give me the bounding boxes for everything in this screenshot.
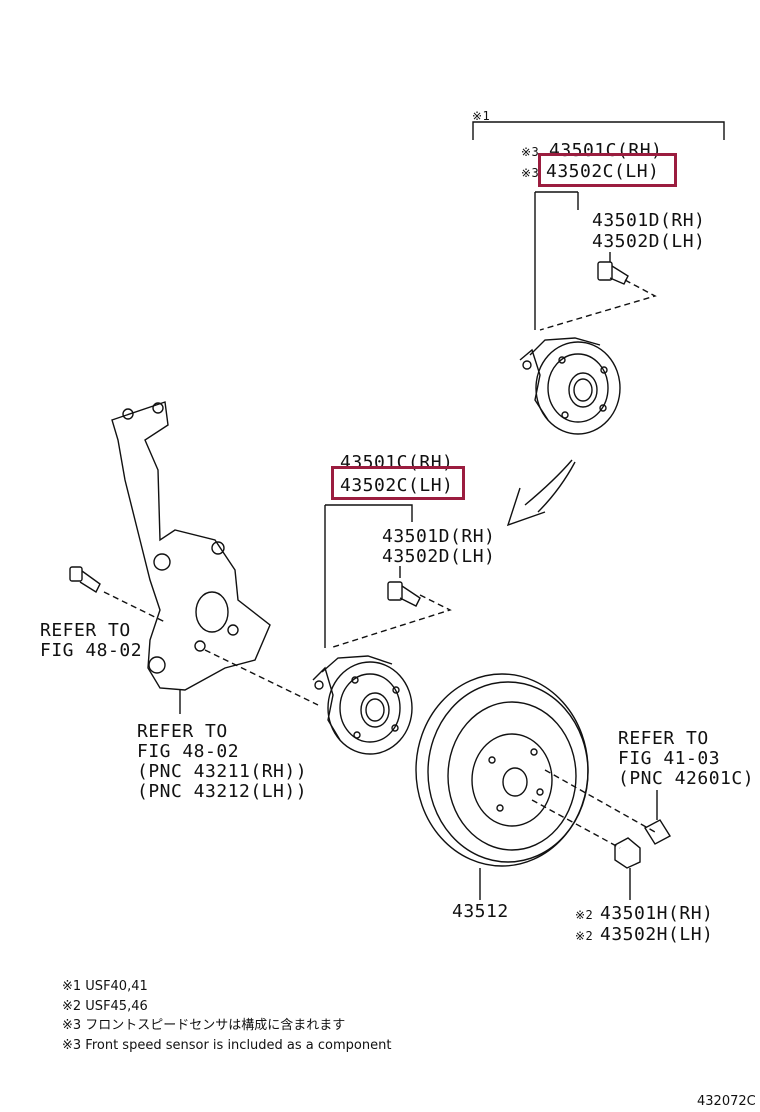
refer-knuckle-line2: FIG 48-02 — [137, 741, 240, 762]
mid-hub-lh-label: 43502C(LH) — [340, 475, 454, 496]
arrow-head — [506, 487, 546, 527]
mid-dashed-line — [329, 594, 452, 649]
mid-bolt — [387, 581, 421, 607]
brake-rotor — [415, 673, 589, 900]
top-bolt-lh-label: 43502D(LH) — [592, 231, 706, 252]
top-hub-lh-mark: ※3 — [521, 166, 540, 180]
refer-left-line1: REFER TO — [40, 620, 131, 641]
nut-lh-label: 43502H(LH) — [600, 924, 714, 945]
knuckle-bolt-dashed — [103, 591, 319, 706]
refer-knuckle-line4: (PNC 43212(LH)) — [137, 781, 308, 802]
nut-lh-mark: ※2 — [575, 929, 594, 943]
mid-hub-leader — [324, 504, 413, 648]
knuckle-bolt — [69, 566, 101, 594]
top-hub-rh-mark: ※3 — [521, 145, 540, 159]
rotor-label: 43512 — [452, 901, 509, 922]
top-hub-assembly — [519, 337, 621, 435]
top-bracket-line — [472, 121, 725, 140]
steering-knuckle — [111, 401, 271, 714]
top-bolt-rh-label: 43501D(RH) — [592, 210, 706, 231]
bracket-mark: ※1 — [472, 109, 491, 123]
refer-right-line3: (PNC 42601C) — [618, 768, 755, 789]
hub-nut — [614, 837, 641, 900]
top-bolt — [597, 261, 629, 285]
top-dashed-line — [539, 279, 657, 331]
note-3: ※3 フロントスピードセンサは構成に含まれます — [62, 1018, 346, 1033]
refer-knuckle-line1: REFER TO — [137, 721, 228, 742]
figure-id: 432072C — [697, 1094, 756, 1109]
mid-hub-assembly — [312, 655, 413, 755]
refer-right-line1: REFER TO — [618, 728, 709, 749]
top-hub-leader — [534, 191, 579, 330]
mid-hub-highlight — [331, 466, 465, 500]
nut-rh-label: 43501H(RH) — [600, 903, 714, 924]
note-2: ※2 USF45,46 — [62, 999, 148, 1014]
refer-knuckle-line3: (PNC 43211(RH)) — [137, 761, 308, 782]
refer-right-line2: FIG 41-03 — [618, 748, 721, 769]
mid-bolt-rh-label: 43501D(RH) — [382, 526, 496, 547]
rotor-dashed-line — [544, 769, 656, 833]
refer-left-line2: FIG 48-02 — [40, 640, 143, 661]
note-4: ※3 Front speed sensor is included as a c… — [62, 1038, 392, 1053]
top-hub-highlight — [538, 153, 677, 187]
note-1: ※1 USF40,41 — [62, 979, 148, 994]
top-hub-lh-label: 43502C(LH) — [546, 161, 660, 182]
nut-rh-mark: ※2 — [575, 908, 594, 922]
mid-bolt-lh-label: 43502D(LH) — [382, 546, 496, 567]
nut-dashed-line — [531, 799, 621, 849]
curved-arrow — [524, 459, 576, 513]
hub-nut-stud — [644, 790, 671, 845]
